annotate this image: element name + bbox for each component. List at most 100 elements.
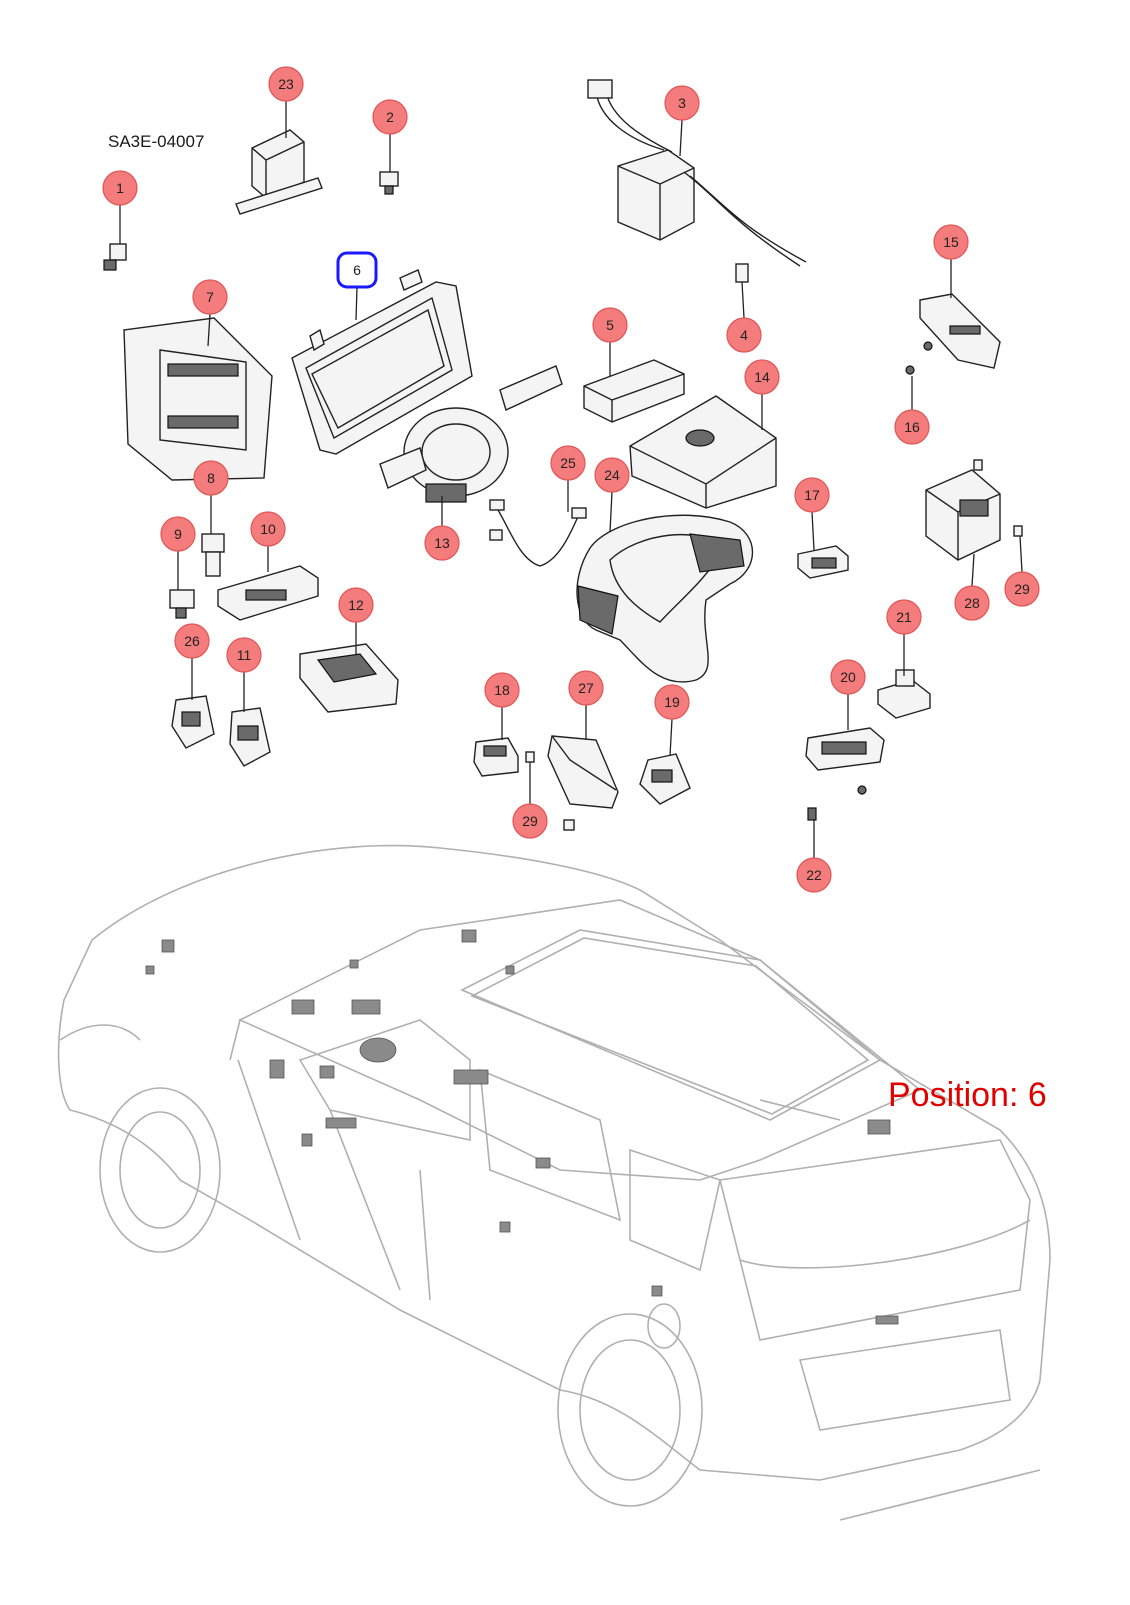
part-10-drawing [217, 565, 319, 621]
part-5-drawing [583, 359, 685, 423]
part-28-drawing [925, 469, 1001, 561]
vehicle-outline [57, 844, 1051, 1521]
callout-number: 28 [964, 595, 980, 611]
callout-13: 13 [424, 525, 460, 561]
leader-lines [119, 101, 1023, 858]
callout-number: 22 [806, 867, 822, 883]
callout-circle [484, 672, 520, 708]
part-19-drawing [639, 753, 691, 805]
callout-number: 1 [116, 180, 124, 196]
callout-14: 14 [744, 359, 780, 395]
callout-circle [592, 307, 628, 343]
callout-number: 24 [604, 467, 620, 483]
callout-5: 5 [592, 307, 628, 343]
position-label: Position: 6 [888, 1076, 1047, 1114]
callout-19: 19 [654, 684, 690, 720]
callout-circle [268, 66, 304, 102]
callout-3: 3 [664, 85, 700, 121]
diagram-code: SA3E-04007 [108, 132, 205, 151]
part-16-drawing [905, 341, 933, 375]
callout-number: 14 [754, 369, 770, 385]
callout-18: 18 [484, 672, 520, 708]
part-29b-drawing [973, 459, 1023, 537]
callout-11: 11 [226, 637, 262, 673]
callout-number: 19 [664, 694, 680, 710]
part-14-drawing [629, 395, 777, 509]
callout-circle [338, 587, 374, 623]
part-26-drawing [171, 695, 215, 749]
part-17-drawing [797, 545, 849, 579]
callout-16: 16 [894, 409, 930, 445]
callout-circle [226, 637, 262, 673]
callout-22: 22 [796, 857, 832, 893]
callout-number: 9 [174, 526, 182, 542]
part-21-drawing [877, 669, 931, 719]
callout-24: 24 [594, 457, 630, 493]
part-27-drawing [525, 735, 619, 831]
callout-26: 26 [174, 623, 210, 659]
callout-number: 2 [386, 109, 394, 125]
callout-7: 7 [192, 279, 228, 315]
callout-circle [794, 477, 830, 513]
callout-circle [512, 803, 548, 839]
callout-28: 28 [954, 585, 990, 621]
callout-number: 13 [434, 535, 450, 551]
callout-circle [1004, 571, 1040, 607]
part-11-drawing [229, 707, 271, 767]
callout-6: 6 [336, 251, 378, 289]
callout-circle [160, 516, 196, 552]
part-15-drawing [919, 293, 1001, 369]
callout-circle [894, 409, 930, 445]
callout-number: 10 [260, 521, 276, 537]
callout-8: 8 [193, 460, 229, 496]
callout-29b: 29 [1004, 571, 1040, 607]
callout-number: 3 [678, 95, 686, 111]
callout-number: 29 [1014, 581, 1030, 597]
callout-circle [250, 511, 286, 547]
callout-21: 21 [886, 599, 922, 635]
callout-circle [372, 99, 408, 135]
callout-circle [726, 317, 762, 353]
callout-number: 4 [740, 327, 748, 343]
part-13-drawing [379, 365, 563, 503]
callout-circle [193, 460, 229, 496]
part-18-drawing [473, 737, 519, 777]
part-24-drawing [576, 514, 754, 683]
callout-number: 18 [494, 682, 510, 698]
callout-circle [102, 170, 138, 206]
part-20-drawing [805, 727, 885, 795]
callout-circle [744, 359, 780, 395]
callout-circle [174, 623, 210, 659]
callout-number: 6 [353, 262, 361, 278]
callout-2: 2 [372, 99, 408, 135]
callout-number: 17 [804, 487, 820, 503]
part-3-drawing [587, 79, 807, 267]
part-4-drawing [735, 263, 749, 283]
callout-circle [933, 224, 969, 260]
callout-number: 5 [606, 317, 614, 333]
callout-number: 7 [206, 289, 214, 305]
callout-number: 26 [184, 633, 200, 649]
callout-29a: 29 [512, 803, 548, 839]
part-6-drawing [291, 269, 473, 455]
callout-25: 25 [550, 445, 586, 481]
callout-number: 21 [896, 609, 912, 625]
callout-number: 27 [578, 680, 594, 696]
callout-number: 20 [840, 669, 856, 685]
part-23-drawing [235, 129, 323, 215]
callout-circle [664, 85, 700, 121]
callout-highlight-box [336, 251, 378, 289]
callout-number: 8 [207, 470, 215, 486]
part-12-drawing [299, 643, 399, 713]
part-25-drawing [489, 499, 587, 567]
callout-circle [954, 585, 990, 621]
callout-circle [550, 445, 586, 481]
callout-circle [830, 659, 866, 695]
part-2-drawing [379, 171, 399, 195]
callout-20: 20 [830, 659, 866, 695]
callout-1: 1 [102, 170, 138, 206]
callout-number: 12 [348, 597, 364, 613]
callout-circle [594, 457, 630, 493]
